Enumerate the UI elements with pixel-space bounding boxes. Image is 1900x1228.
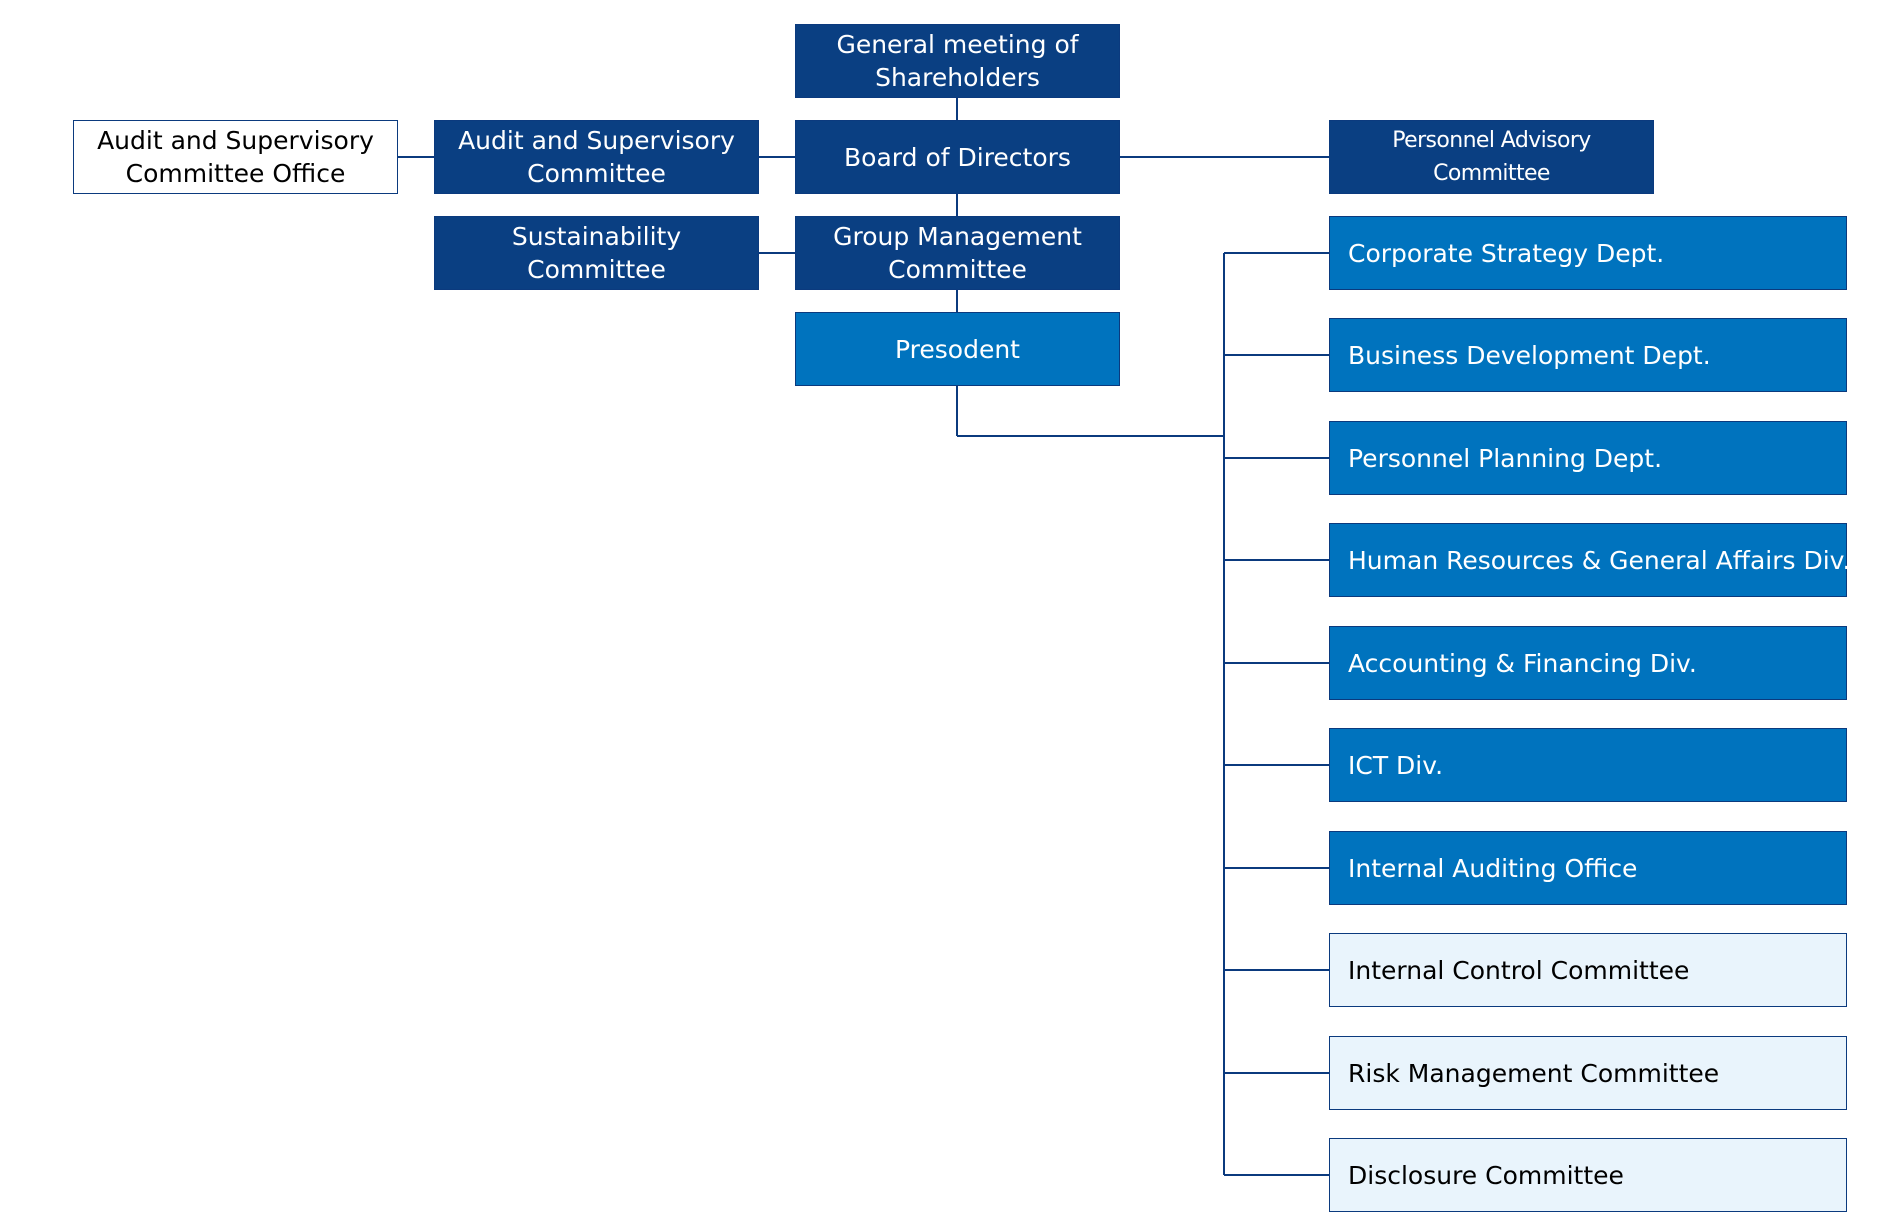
group-mgmt-label: Group Management Committee [833,222,1082,284]
unit-internal-auditing: Internal Auditing Office [1329,831,1847,905]
unit-label: Disclosure Committee [1348,1160,1624,1190]
personnel-advisory-label: Personnel Advisory Committee [1392,128,1591,186]
unit-label: Corporate Strategy Dept. [1348,238,1665,268]
personnel-advisory-box: Personnel Advisory Committee [1329,120,1654,194]
unit-ict: ICT Div. [1329,728,1847,802]
unit-personnel-planning: Personnel Planning Dept. [1329,421,1847,495]
unit-label: Risk Management Committee [1348,1058,1720,1088]
board-of-directors-box: Board of Directors [795,120,1120,194]
unit-label: ICT Div. [1348,750,1444,780]
unit-accounting-financing: Accounting & Financing Div. [1329,626,1847,700]
unit-disclosure: Disclosure Committee [1329,1138,1847,1212]
audit-office-box: Audit and Supervisory Committee Office [73,120,398,194]
audit-committee-label: Audit and Supervisory Committee [458,126,735,188]
unit-label: Accounting & Financing Div. [1348,648,1697,678]
unit-label: Personnel Planning Dept. [1348,443,1663,473]
audit-office-label: Audit and Supervisory Committee Office [97,126,374,188]
unit-corporate-strategy: Corporate Strategy Dept. [1329,216,1847,290]
audit-committee-box: Audit and Supervisory Committee [434,120,759,194]
group-management-box: Group Management Committee [795,216,1120,290]
unit-human-resources: Human Resources & General Affairs Div. [1329,523,1851,597]
unit-label: Human Resources & General Affairs Div. [1348,545,1851,575]
shareholders-label: General meeting of Shareholders [836,30,1079,92]
board-label: Board of Directors [844,142,1071,172]
unit-label: Internal Auditing Office [1348,853,1638,883]
shareholders-box: General meeting of Shareholders [795,24,1120,98]
sustainability-box: Sustainability Committee [434,216,759,290]
sustainability-label: Sustainability Committee [511,222,682,284]
unit-label: Internal Control Committee [1348,955,1690,985]
unit-internal-control: Internal Control Committee [1329,933,1847,1007]
unit-risk-management: Risk Management Committee [1329,1036,1847,1110]
unit-business-development: Business Development Dept. [1329,318,1847,392]
president-box: Presodent [795,312,1120,386]
president-label: Presodent [895,334,1020,364]
unit-label: Business Development Dept. [1348,340,1711,370]
